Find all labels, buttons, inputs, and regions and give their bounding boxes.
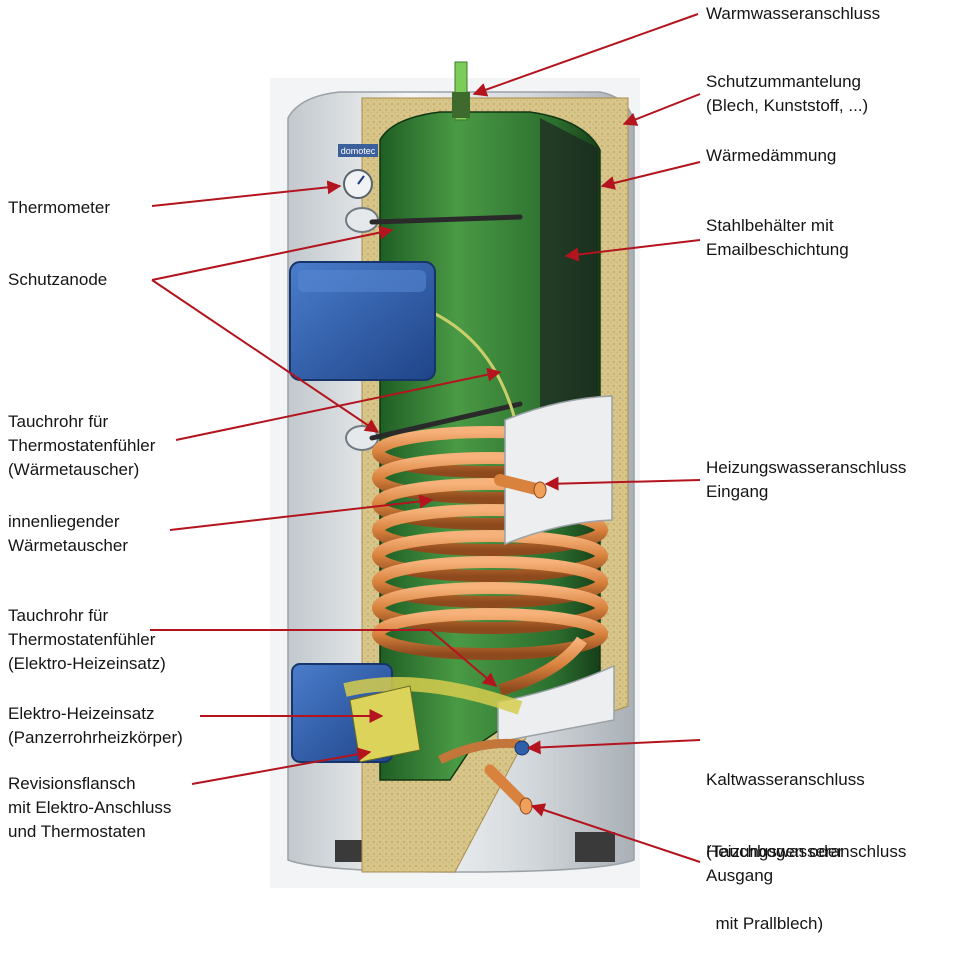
label-schutzanode: Schutzanode [8, 270, 108, 289]
arrow-tauchrohr-elektro [150, 629, 498, 687]
label-thermometer: Thermometer [8, 198, 111, 217]
thermometer-needle [357, 175, 365, 185]
arrow-schutzanode-2 [151, 279, 380, 433]
arrow-heizung-ausgang [530, 803, 701, 863]
arrow-warmwasser [472, 13, 699, 97]
heating-outlet-pipe [484, 764, 531, 811]
cold-water-pipe [437, 738, 521, 765]
cutaway-shell-piece-lower [497, 664, 615, 743]
arrow-waermedaemmung [600, 161, 701, 190]
brand-text: domotec [341, 146, 376, 156]
label-stahlbehaelter: Stahlbehälter mit Emailbeschichtung [706, 216, 849, 259]
control-box-upper-top [298, 270, 426, 292]
arrow-schutzummantelung [622, 93, 701, 126]
label-schutzummantelung: Schutzummantelung (Blech, Kunststoff, ..… [706, 72, 869, 115]
tank-inner-wall [540, 118, 598, 420]
label-tauchrohr-waermetauscher: Tauchrohr für Thermostatenfühler (Wärmet… [8, 412, 156, 479]
heating-element-bundle [343, 677, 523, 715]
heating-inlet-pipe [494, 474, 546, 496]
annotation-arrows [150, 13, 701, 863]
lower-anode-rod [369, 401, 523, 441]
label-heizungswasser-ausgang: Heizungswasseranschluss Ausgang [706, 842, 907, 885]
foot-right [575, 832, 615, 862]
arrow-thermometer [151, 180, 342, 207]
heating-outlet-opening [519, 797, 533, 815]
label-tauchrohr-elektro: Tauchrohr für Thermostatenfühler (Elektr… [8, 606, 166, 673]
revision-flange [349, 685, 421, 763]
label-revisionsflansch: Revisionsflansch mit Elektro-Anschluss u… [8, 774, 172, 841]
water-heater-cutaway-diagram: domotec [150, 13, 701, 888]
arrow-schutzanode-1 [151, 225, 394, 281]
label-warmwasseranschluss: Warmwasseranschluss [706, 4, 881, 23]
cold-water-port [514, 740, 530, 756]
label-waermedaemmung: Wärmedämmung [706, 146, 837, 165]
arrow-stahlbehaelter [564, 239, 701, 262]
label-elektro-heizeinsatz: Elektro-Heizeinsatz (Panzerrohrheizkörpe… [8, 704, 183, 747]
brand-badge [338, 144, 378, 157]
hot-water-pipe-base [452, 92, 470, 118]
label-innenliegender-waermetauscher: innenliegender Wärmetauscher [8, 512, 128, 555]
arrow-heizung-eingang [544, 476, 701, 491]
upper-anode-rod [369, 214, 523, 225]
arrow-innen-waermetauscher [169, 494, 434, 531]
arrow-tauchrohr-waermetauscher [175, 367, 502, 441]
heating-inlet-opening [533, 481, 547, 499]
cutaway-shell-piece [504, 395, 613, 546]
arrow-kaltwasser [526, 739, 701, 755]
label-heizungswasser-eingang: Heizungswasseranschluss Eingang [706, 458, 907, 501]
arrow-revisionsflansch [191, 747, 372, 785]
